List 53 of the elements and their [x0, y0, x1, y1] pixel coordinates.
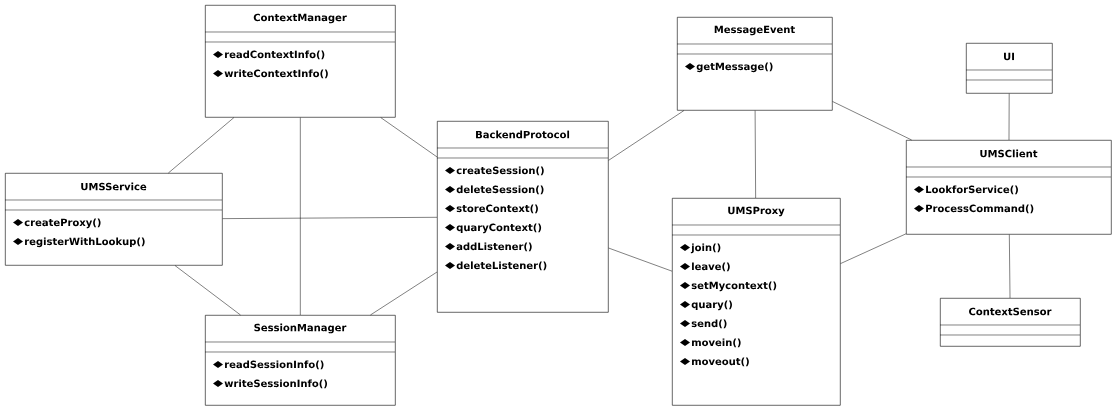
class-box [204, 314, 396, 406]
class-name: UI [1004, 52, 1014, 61]
association-line [1009, 234, 1011, 299]
class-box [204, 5, 396, 118]
method-name: readContextInfo() [225, 50, 325, 60]
class-name: BackendProtocol [476, 130, 570, 139]
association-line [754, 110, 756, 199]
class-box [965, 43, 1053, 94]
association-line [300, 117, 301, 316]
class-box [676, 17, 833, 111]
association-line [380, 117, 438, 158]
method-name: movein() [692, 338, 741, 348]
class-box [4, 173, 223, 266]
method-name: getMessage() [696, 62, 773, 73]
class-name: UMSProxy [728, 206, 785, 217]
class-name: ContextManager [253, 13, 347, 24]
class-name: SessionManager [254, 323, 347, 334]
class-box [671, 198, 841, 406]
class-name: UMSService [81, 182, 147, 191]
association-line [1008, 93, 1010, 141]
method-name: ProcessCommand() [926, 204, 1034, 214]
class-name: ContextSensor [969, 307, 1052, 316]
method-name: setMycontext() [691, 281, 777, 292]
method-name: quaryContext() [456, 223, 542, 234]
method-name: addListener() [456, 242, 532, 252]
association-line [832, 101, 912, 141]
method-name: registerWithLookup() [25, 237, 145, 248]
method-name: leave() [692, 262, 730, 272]
association-line [840, 233, 907, 264]
association-line [608, 247, 673, 272]
class-box [939, 298, 1081, 347]
method-name: LookforService() [926, 185, 1018, 195]
method-name: createProxy() [24, 218, 101, 229]
association-line [370, 271, 438, 316]
method-name: storeContext() [456, 204, 538, 214]
method-name: quary() [691, 300, 732, 311]
class-box [436, 121, 609, 313]
association-line [168, 117, 235, 174]
method-name: writeSessionInfo() [224, 379, 327, 389]
association-line [174, 265, 241, 316]
class-box [905, 140, 1112, 235]
method-name: deleteListener() [456, 261, 547, 271]
association-line [222, 217, 438, 219]
method-name: moveout() [692, 357, 749, 367]
method-name: readSessionInfo() [225, 360, 324, 370]
method-name: createSession() [456, 166, 544, 176]
association-line [608, 110, 685, 161]
method-name: join() [690, 243, 721, 254]
method-name: deleteSession() [456, 185, 544, 195]
class-name: MessageEvent [714, 25, 795, 36]
method-name: send() [691, 319, 727, 329]
method-name: writeContextInfo() [224, 69, 328, 79]
class-name: UMSClient [980, 149, 1038, 158]
